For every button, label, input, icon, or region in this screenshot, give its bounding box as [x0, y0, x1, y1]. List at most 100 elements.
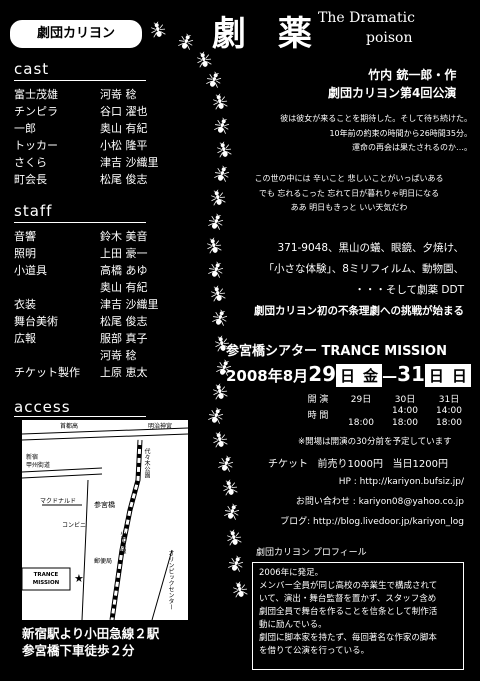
ant-icon	[208, 212, 224, 230]
ant-icon	[217, 140, 232, 158]
staff-role: 照明	[14, 247, 36, 260]
schedule-note: ※開場は開演の30分前を予定しています	[298, 437, 452, 447]
map-label-odakyu: 小田急線	[119, 530, 126, 554]
directions-line: 参宮橋下車徒歩２分	[22, 643, 135, 658]
staff-member: 鈴木 美音	[100, 230, 148, 243]
ant-icon	[215, 334, 230, 352]
ticket-label: チケット	[268, 459, 308, 470]
date-month: 8月	[282, 367, 309, 385]
schedule-cell: 14:00	[392, 406, 418, 416]
title-en-line1: The Dramatic	[318, 10, 415, 26]
desc-line: 371-9048、黒山の蟻、眼鏡、夕焼け、	[277, 242, 464, 254]
date-start-weekday: 金	[359, 364, 383, 387]
staff-role: 広報	[14, 332, 36, 345]
author-credit: 竹内 銃一郎・作 劇団カリヨン第4回公演	[328, 66, 456, 102]
date-start-daylabel: 日	[336, 364, 360, 387]
schedule-cell: 18:00	[348, 418, 374, 428]
profile-line: を借りて公演を行っている。	[259, 646, 370, 656]
date-end-daylabel: 日	[424, 364, 448, 387]
ant-icon	[213, 92, 228, 110]
cast-actor: 小松 隆平	[100, 139, 148, 152]
ant-icon	[211, 284, 226, 302]
directions-line: 新宿駅より小田急線２駅	[22, 626, 160, 641]
play-title-english: The Dramatic poison	[318, 8, 415, 48]
map-label-trance: TRANCE MISSION	[32, 572, 60, 586]
schedule-cell: 18:00	[436, 418, 462, 428]
staff-heading: staff	[14, 202, 53, 220]
map-label-meiji: 明治神宮	[148, 423, 173, 430]
profile-line: 動に励んでいる。	[259, 620, 327, 630]
cast-actor: 河嵜 稔	[100, 88, 137, 101]
poem-line: 運命の再会は果たされるのか…。	[352, 143, 472, 152]
map-label-yoyogi: 代々木公園	[143, 448, 150, 478]
map-roads	[22, 427, 188, 620]
cast-actor: 松尾 俊志	[100, 173, 148, 186]
ant-icon	[207, 236, 222, 254]
map-label-post: 郵便局	[94, 558, 113, 565]
staff-role: 音響	[14, 230, 36, 243]
staff-role	[14, 279, 80, 296]
cast-role: さくら	[14, 156, 47, 169]
cast-actor: 奥山 有紀	[100, 122, 148, 135]
staff-member: 津吉 沙織里	[100, 298, 159, 311]
schedule-day-header: 30日	[394, 395, 416, 405]
contact-info: HP : http://kariyon.bufsiz.jp/ お問い合わせ : …	[280, 472, 464, 532]
title-en-line2: poison	[366, 30, 413, 46]
date-end: 31	[397, 362, 425, 386]
map-label-konbini: コンビニ	[62, 522, 87, 529]
poem-line: 彼は彼女が来ることを期待した。そして待ち続けた。	[280, 114, 472, 123]
profile-box: 2006年に発足。 メンバー全員が同じ高校の卒業生で構成されて いて、演出・舞台…	[252, 562, 464, 670]
staff-role	[14, 347, 80, 364]
date-start: 29	[308, 362, 337, 386]
ant-icon	[223, 478, 238, 496]
cast-actors: 河嵜 稔 谷口 濯也 奥山 有紀 小松 隆平 津吉 沙織里 松尾 俊志	[100, 86, 159, 188]
cast-actor: 津吉 沙織里	[100, 156, 159, 169]
cast-roles: 富士茂雄 チンピラ 一郎 トッカー さくら 町会長	[14, 86, 58, 188]
ant-icon	[218, 454, 234, 472]
access-rule	[14, 416, 146, 417]
ant-icon	[151, 20, 166, 38]
ant-icon	[228, 554, 244, 572]
venue-name: 参宮橋シアター TRANCE MISSION	[226, 344, 447, 359]
performance-number: 劇団カリヨン第4回公演	[328, 86, 457, 100]
staff-role: チケット製作	[14, 366, 80, 379]
staff-member: 高橋 あゆ	[100, 264, 148, 277]
schedule-cell: 14:00	[436, 406, 462, 416]
date-year: 2008年	[226, 367, 283, 385]
desc-line: ・・・そして劇薬 DDT	[354, 284, 464, 296]
cast-role: トッカー	[14, 139, 58, 152]
homepage-link[interactable]: HP : http://kariyon.bufsiz.jp/	[338, 477, 464, 487]
cast-actor: 谷口 濯也	[100, 105, 148, 118]
profile-line: 2006年に発足。	[259, 568, 324, 578]
ant-icon	[233, 580, 248, 598]
ant-icon	[208, 260, 224, 278]
staff-member: 上原 恵太	[100, 366, 148, 379]
cast-rule	[14, 80, 146, 81]
map-label-mcd: マクドナルド	[40, 498, 77, 505]
cast-role: チンピラ	[14, 105, 58, 118]
profile-line: 劇団に脚本家を持たず、毎回著名な作家の脚本	[259, 633, 437, 643]
inquiry-email[interactable]: お問い合わせ : kariyon08@yahoo.co.jp	[295, 497, 464, 507]
description: 371-9048、黒山の蟻、眼鏡、夕焼け、 「小さな体験」、8ミリフィルム、動物…	[254, 238, 464, 322]
map-label-shinjuku: 新宿	[26, 454, 39, 461]
ticket-info: チケット 前売り1000円 当日1200円	[268, 455, 448, 470]
ant-icon	[178, 32, 194, 50]
ant-icon	[212, 308, 228, 326]
ant-icon	[213, 382, 228, 400]
poem-block-2: この世の中には 辛いこと 悲しいことがいっぱいある でも 忘れるこった 忘れて日…	[226, 172, 472, 216]
access-directions: 新宿駅より小田急線２駅 参宮橋下車徒歩２分	[22, 625, 159, 659]
author-line: 竹内 銃一郎・作	[368, 68, 457, 82]
date-end-weekday: 日	[447, 364, 471, 387]
cast-role: 町会長	[14, 173, 47, 186]
blog-link[interactable]: ブログ: http://blog.livedoor.jp/kariyon_log	[280, 517, 464, 527]
staff-role: 衣装	[14, 298, 36, 311]
profile-line: いて、演出・舞台監督を置かず、スタッフ含め	[259, 594, 437, 604]
ant-icon	[213, 430, 228, 448]
profile-line: メンバー全員が同じ高校の卒業生で構成されて	[259, 581, 438, 591]
staff-member: 河嵜 稔	[100, 349, 137, 362]
map-label-sangubashi: 参宮橋	[94, 501, 115, 509]
poem-block-1: 彼は彼女が来ることを期待した。そして待ち続けた。 10年前の約束の時間から26時…	[244, 112, 472, 156]
staff-member: 上田 豪一	[100, 247, 148, 260]
poem-line: ああ 明日もきっと いい天気だわ	[290, 203, 408, 212]
